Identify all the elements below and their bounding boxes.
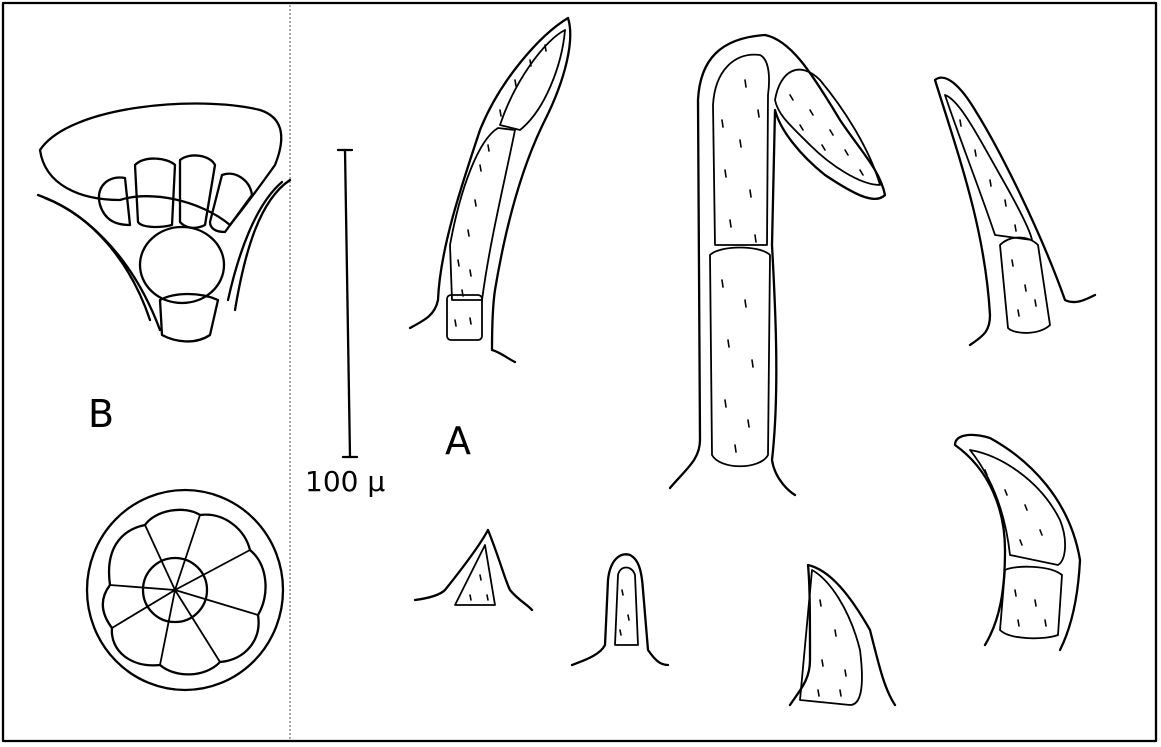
scale-bar [338,150,357,457]
hair-4 [415,530,532,610]
hair-6 [790,565,895,705]
cell-stippling [455,45,1046,696]
gland-side-view [38,103,290,341]
hair-7 [955,435,1080,650]
panel-label-a: A [445,422,471,460]
hair-3 [935,78,1095,345]
hair-2 [670,35,885,495]
scale-label: 100 µ [305,468,385,496]
hair-1 [410,18,570,362]
panel-label-b: B [88,395,114,433]
hair-5 [572,554,668,665]
figure-frame [3,3,1156,741]
gland-top-view [87,490,283,690]
